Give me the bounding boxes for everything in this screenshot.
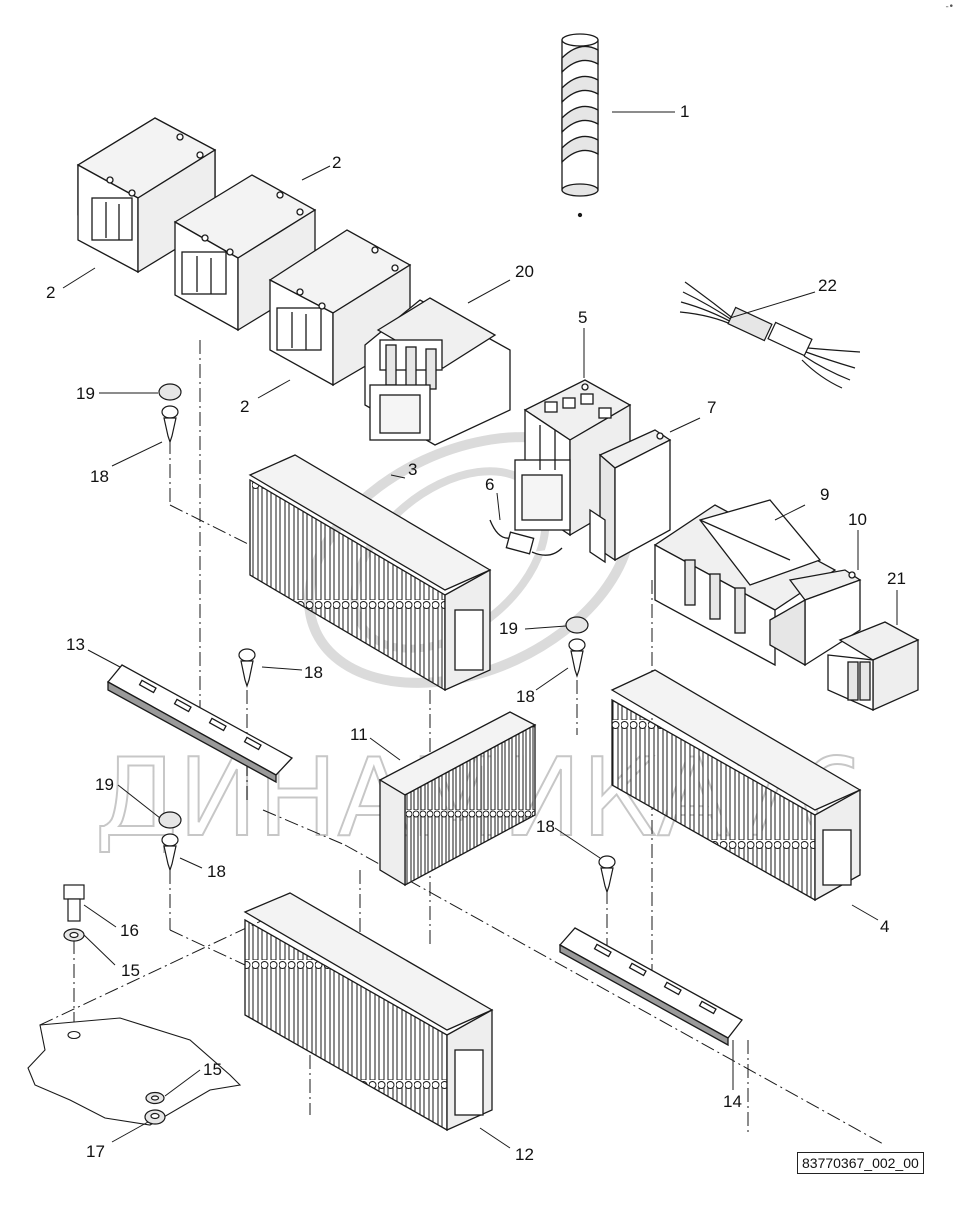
callout-15-a: 15: [121, 961, 140, 980]
auxiliary-block-part-7: [589, 429, 672, 564]
callout-9: 9: [820, 485, 829, 504]
duct-plug-part-19-b: [565, 616, 589, 634]
callout-12: 12: [515, 1145, 534, 1164]
suppressor-part-6: [489, 519, 563, 556]
wiring-duct-part-12: [243, 892, 494, 1132]
duct-screw-part-18-e: [598, 855, 616, 894]
din-rail-part-13: [107, 664, 294, 784]
callout-6: 6: [485, 475, 494, 494]
duct-screw-part-18-c: [568, 638, 586, 678]
callout-19-b: 19: [499, 619, 518, 638]
duct-screw-part-18-b: [238, 648, 256, 688]
callout-11: 11: [350, 725, 368, 744]
callout-18-e: 18: [536, 817, 555, 836]
callout-22: 22: [818, 276, 837, 295]
terminal-block-part-9: [653, 499, 837, 667]
callout-16: 16: [120, 921, 139, 940]
callout-19-a: 19: [76, 384, 95, 403]
callout-18-a: 18: [90, 467, 109, 486]
callout-18-d: 18: [207, 862, 226, 881]
callout-5: 5: [578, 308, 587, 327]
terminal-cover-part-2-c: [268, 229, 412, 387]
callout-13: 13: [66, 635, 85, 654]
callout-3: 3: [408, 460, 417, 479]
callout-17: 17: [86, 1142, 105, 1161]
corner-mark: -•: [945, 2, 954, 12]
washer-part-15-b: [145, 1091, 165, 1105]
callout-21: 21: [887, 569, 906, 588]
callout-2-b: 2: [46, 283, 55, 302]
leader-lines: [62, 111, 898, 1149]
callout-10: 10: [848, 510, 867, 529]
callout-18-b: 18: [304, 663, 323, 682]
wire-harness-part-22: [679, 281, 861, 389]
callout-2-c: 2: [240, 397, 249, 416]
fuse-holder-part-21: [827, 621, 920, 712]
wiring-duct-part-11: [378, 711, 537, 887]
callout-7: 7: [707, 398, 716, 417]
callout-15-b: 15: [203, 1060, 222, 1079]
wiring-duct-part-4: [610, 669, 862, 902]
callout-14: 14: [723, 1092, 742, 1111]
duct-plug-part-19-a: [158, 383, 182, 401]
duct-plug-part-19-c: [158, 811, 182, 829]
drawing-number: 83770367_002_00: [797, 1152, 924, 1174]
mounting-plate: [27, 1017, 242, 1126]
callout-labels: 1 2 2 2 3 4 5 6 7 9 10 11 12 13 14 15 15…: [46, 102, 906, 1164]
callout-20: 20: [515, 262, 534, 281]
callout-2-a: 2: [332, 153, 341, 172]
callout-1: 1: [680, 102, 689, 121]
bolt-part-16: [63, 884, 85, 922]
duct-screw-part-18-a: [161, 405, 179, 444]
spiral-wrap-part-1: [561, 33, 599, 218]
callout-4: 4: [880, 917, 889, 936]
washer-part-15-a: [63, 928, 85, 942]
wiring-duct-part-3: [248, 454, 492, 692]
din-rail-part-14: [558, 927, 743, 1047]
circuit-breaker-part-20: [364, 297, 511, 446]
callout-19-c: 19: [95, 775, 114, 794]
callout-18-c: 18: [516, 687, 535, 706]
nut-part-17: [144, 1109, 166, 1125]
end-stop-part-10: [769, 569, 862, 667]
terminal-cover-part-2-a: [76, 117, 217, 274]
duct-screw-part-18-d: [161, 833, 179, 872]
terminal-cover-part-2-b: [173, 174, 317, 332]
